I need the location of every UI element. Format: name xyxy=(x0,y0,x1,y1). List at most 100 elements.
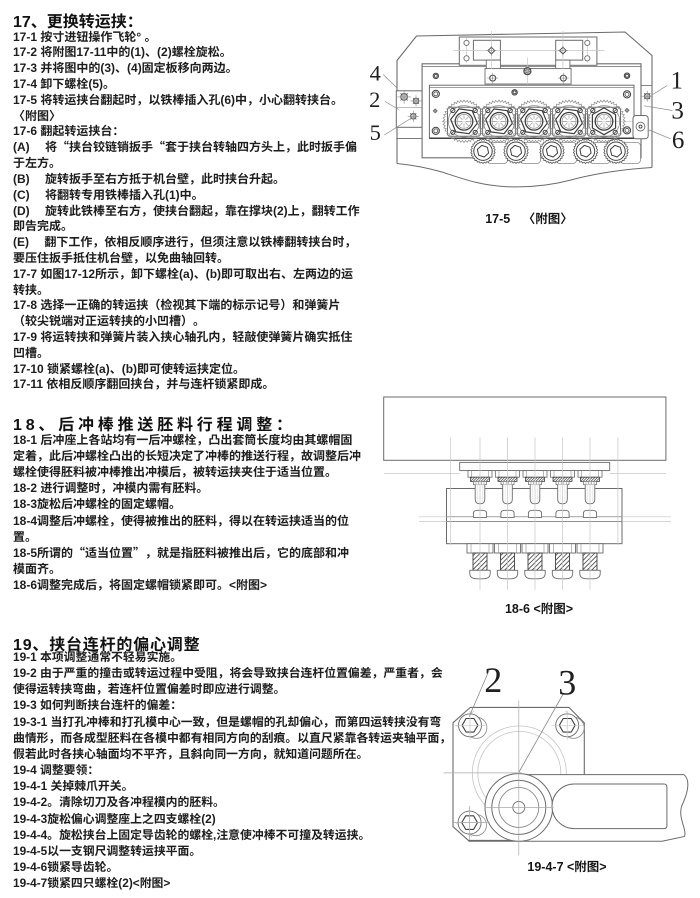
text-line: 19-3 如何判断挟台连杆的偏差： xyxy=(13,696,183,714)
text-line: 18-6调整完成后，将固定螺帽锁紧即可。<附图> xyxy=(13,575,268,593)
text-line: 18-4调整后冲螺栓，使得被推出的胚料，得以在转运挟适当的位 xyxy=(13,511,350,529)
knurled-knob xyxy=(603,138,629,165)
figure-17-5-callout-6: 6 xyxy=(672,127,685,154)
text-line: 17-8 选择一正确的转运挟（检视其下端的标示记号）和弹簧片 xyxy=(13,296,341,314)
text-line: 要压住扳手抵住机台壁，以免曲轴回转。 xyxy=(13,248,230,266)
text-line: 17-3 并将图中的(3)、(4)固定板移向两边。 xyxy=(13,59,238,77)
text-line: 定着，此后冲螺栓凸出的长短决定了冲棒的推送行程，故调整后冲 xyxy=(13,447,362,465)
plate-bolt xyxy=(431,126,440,135)
text-line: 17-9 将运转挟和弹簧片装入挟心轴孔内，轻敲使弹簧片确实抵住 xyxy=(13,328,353,346)
callout-leader xyxy=(382,74,397,88)
text-line: 19-3-1 当打孔冲棒和打孔模中心一致，但是螺帽的孔却偏心，而第四运转挟没有弯 xyxy=(13,712,442,730)
text-line: 17-7 如图17-12所示，卸下螺栓(a)、(b)即可取出右、左两边的运 xyxy=(13,264,354,282)
bracket-corner-bolt xyxy=(463,39,470,46)
figure-17-5-drawing: 4 2 5 1 3 6 xyxy=(369,31,685,188)
plate-bolt xyxy=(622,126,632,135)
knurled-knob xyxy=(503,138,529,165)
text-line: 19-1 本项调整通常不轻易实施。 xyxy=(13,647,183,665)
text-line: 19-4-6锁紧导齿轮。 xyxy=(13,858,119,876)
text-line: 17-11 依相反顺序翻回挟台，并与连杆锁紧即成。 xyxy=(13,375,275,393)
plate-bolt xyxy=(622,90,632,99)
text-line: 18-1 后冲座上各站均有一后冲螺栓，凸出套筒长度均由其螺帽固 xyxy=(13,431,353,449)
text-line: (E) 翻下工作，依相反顺序进行，但须注意以铁棒翻转挟台时， xyxy=(13,233,357,251)
knurled-knob xyxy=(572,138,599,165)
plate-corner-bolt xyxy=(454,808,487,838)
bracket-corner-bolt xyxy=(584,39,591,46)
text-line: 于左方。 xyxy=(13,154,62,172)
machine-body-torn-edge xyxy=(396,163,653,188)
text-line: 置。 xyxy=(13,527,38,545)
text-line: (D) 旋转此铁棒至右方，使挟台翻起，靠在撑块(2)上，翻转工作 xyxy=(13,201,360,219)
arm-slot xyxy=(551,783,668,830)
callout-leader xyxy=(652,85,668,95)
text-line: 模面齐。 xyxy=(13,559,62,577)
callout-leader xyxy=(518,693,564,773)
text-line: 19-4-2。清除切刀及各冲程模内的胚料。 xyxy=(13,793,225,811)
transfer-gear xyxy=(582,99,626,144)
text-line: 19-4-7锁紧四只螺栓(2)<附图> xyxy=(13,874,171,892)
text-line: 假若此时各挟心轴面均不平齐，且斜向同一方向，就知道问题所在。 xyxy=(13,744,369,762)
plate-corner-bolt xyxy=(551,710,585,740)
figure-18-6-centerlines xyxy=(384,437,671,590)
figure-18-6-drawing xyxy=(383,396,671,590)
text-line: 18-3旋松后冲螺栓的固定螺帽。 xyxy=(13,495,182,513)
text-line: 19-4-5以一支钢尺调整转运挟平面。 xyxy=(13,842,202,860)
bracket-corner-bolt xyxy=(584,55,591,62)
knurled-knob xyxy=(539,138,565,165)
plate-diamond-bolt xyxy=(432,108,438,114)
figure-19-4-7-drawing: 2 3 xyxy=(443,660,689,856)
gear-segment-box xyxy=(552,106,586,137)
text-line: (C) 将翻转专用铁棒插入孔(1)中。 xyxy=(13,185,204,203)
text-line: 〈附图〉 xyxy=(13,106,62,124)
figure-17-5-callout-5: 5 xyxy=(370,120,381,145)
figure-19-centerlines xyxy=(443,700,554,856)
section-18-heading: 18、后冲棒推送胚料行程调整： xyxy=(13,411,296,435)
text-line: 17-4 卸下螺栓(5)。 xyxy=(13,75,116,93)
bracket-block-left xyxy=(472,39,501,61)
section-19-body: 19-1 本项调整通常不轻易实施。 19-2 由于严重的撞击或转运过程中受阻，将… xyxy=(13,647,451,892)
latch-hole xyxy=(635,121,646,132)
plate-corner-bolt xyxy=(454,710,488,740)
figure-17-5-callout-2: 2 xyxy=(369,87,380,112)
plate-diamond-bolt xyxy=(624,107,630,113)
arm-outline xyxy=(468,774,689,842)
text-line: 18-5所谓的“适当位置”，就是指胚料被推出后，它的底部和冲 xyxy=(13,543,350,561)
text-line: 转挟。 xyxy=(13,280,50,298)
plate-bolt xyxy=(511,89,518,96)
text-line: 19-4 调整要领： xyxy=(13,761,100,779)
bolt-crosshair xyxy=(557,45,568,56)
figure-18-6-caption: 18-6 <附图> xyxy=(504,597,574,617)
bracket-corner-bolt xyxy=(463,55,470,62)
figure-17-5-callout-4: 4 xyxy=(370,61,381,86)
bolt-crosshair xyxy=(487,72,499,84)
text-line: 17-10 锁紧螺栓(a)、(b)即可使转运挟定位。 xyxy=(13,359,246,377)
bolt-crosshair xyxy=(486,45,497,56)
gear-segment-box xyxy=(517,106,551,137)
text-line: 18-2 进行调整时，冲模内需有胚料。 xyxy=(13,479,209,497)
gear-segment-box xyxy=(447,106,481,137)
text-line: 17-1 按寸进钮操作飞轮° 。 xyxy=(13,27,157,45)
bracket-center-bolt-knurl xyxy=(524,67,531,75)
text-line: 凹槽。 xyxy=(13,343,50,361)
section-17-heading: 17、更换转运挟： xyxy=(13,8,143,32)
figure-19-callout-2: 2 xyxy=(484,660,502,700)
section-19-heading: 19、挟台连杆的偏心调整 xyxy=(13,631,201,655)
figure-17-5-caption: 17-5 〈附图〉 xyxy=(485,208,573,227)
side-bolt xyxy=(410,95,422,107)
callout-leader xyxy=(643,105,673,111)
text-line: (A) 将“挟台铰链销扳手“套于挟台转轴四方头上，此时扳手偏 xyxy=(13,138,357,156)
figure-17-5-callout-3: 3 xyxy=(671,98,684,125)
text-line: （较尖锐端对正运转挟的小凹槽）。 xyxy=(13,312,206,330)
text-line: 19-4-1 关掉棘爪开关。 xyxy=(13,777,134,795)
section-17-body: 17-1 按寸进钮操作飞轮° 。 17-2 将附图17-11中的(1)、(2)螺… xyxy=(13,27,360,393)
text-line: 19-2 由于严重的撞击或转运过程中受阻，将会导致挟台连杆位置偏差，严重者，会 xyxy=(13,663,443,681)
plate-bolt xyxy=(431,89,440,99)
text-line: 19-4-3旋松偏心调整座上之四支螺栓(2) xyxy=(13,809,216,827)
callout-leader xyxy=(468,670,490,717)
figure-19-4-7-caption: 19-4-7 <附图> xyxy=(527,856,607,875)
bolt-crosshair xyxy=(558,72,569,84)
punch-base-block xyxy=(383,396,667,461)
gear-segment-box xyxy=(587,106,621,137)
section-18-body: 18-1 后冲座上各站均有一后冲螺栓，凸出套筒长度均由其螺帽固 定着，此后冲螺栓… xyxy=(13,432,361,593)
